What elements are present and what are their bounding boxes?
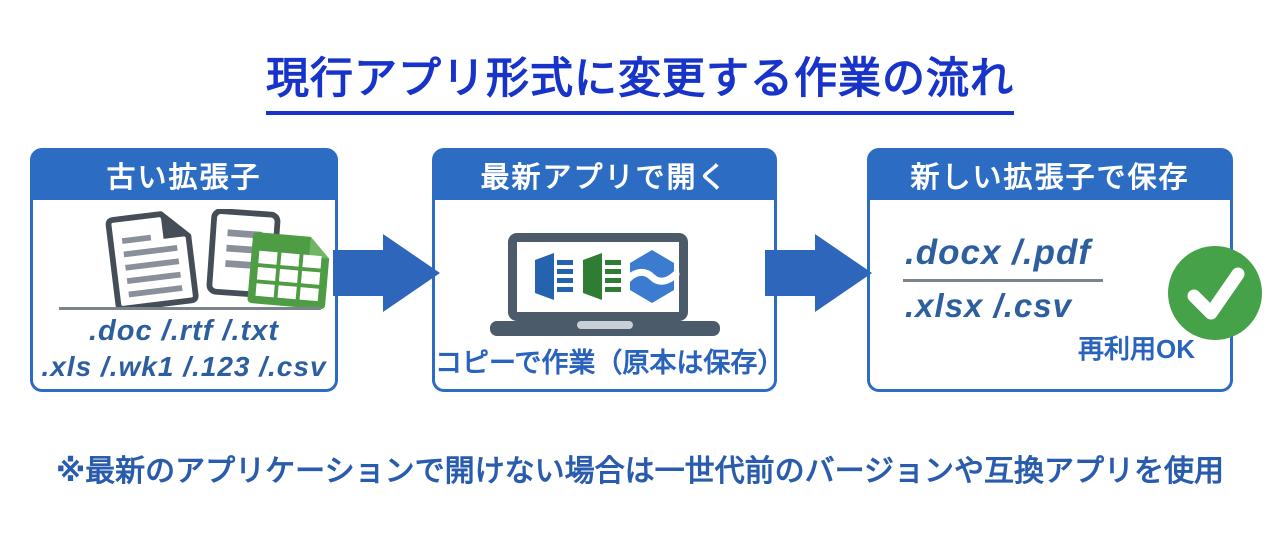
step-save-new-extension: 新しい拡張子で保存 .docx /.pdf .xlsx /.csv 再利用OK	[867, 148, 1262, 392]
check-circle-icon	[1166, 244, 1264, 347]
arrow-right-icon	[333, 234, 440, 312]
old-extensions-line1: .doc /.rtf /.txt	[89, 315, 279, 347]
laptop-icon	[489, 233, 720, 342]
footnote: ※最新のアプリケーションで開けない場合は一世代前のバージョンや互換アプリを使用	[56, 455, 1224, 488]
old-extensions-line2: .xls /.wk1 /.123 /.csv	[41, 351, 327, 382]
page-title-text: 現行アプリ形式に変更する作業の流れ	[266, 44, 1014, 115]
reuse-ok-label: 再利用OK	[1078, 334, 1196, 364]
copy-work-caption: コピーで作業（原本は保存）	[435, 348, 785, 378]
step-old-extensions-header: 古い拡張子	[32, 150, 336, 200]
wave-hexagon-app-icon	[624, 250, 679, 303]
spreadsheet-icon	[247, 232, 330, 310]
step-save-new-extension-header: 新しい拡張子で保存	[869, 150, 1231, 200]
arrow-right-icon	[765, 234, 872, 312]
excel-app-icon	[582, 253, 621, 300]
step-open-latest-app-header: 最新アプリで開く	[434, 150, 775, 200]
page-title: 現行アプリ形式に変更する作業の流れ	[0, 44, 1280, 115]
new-extensions-line2: .xlsx /.csv	[905, 287, 1072, 324]
new-extensions-line1: .docx /.pdf	[905, 233, 1091, 272]
step-old-extensions: 古い拡張子	[30, 148, 338, 392]
divider-line	[59, 307, 321, 310]
step-open-latest-app: 最新アプリで開く	[432, 148, 785, 392]
word-app-icon	[534, 253, 573, 300]
old-files-illustration	[88, 208, 333, 314]
divider-line	[903, 279, 1103, 282]
document-icon	[105, 211, 199, 312]
